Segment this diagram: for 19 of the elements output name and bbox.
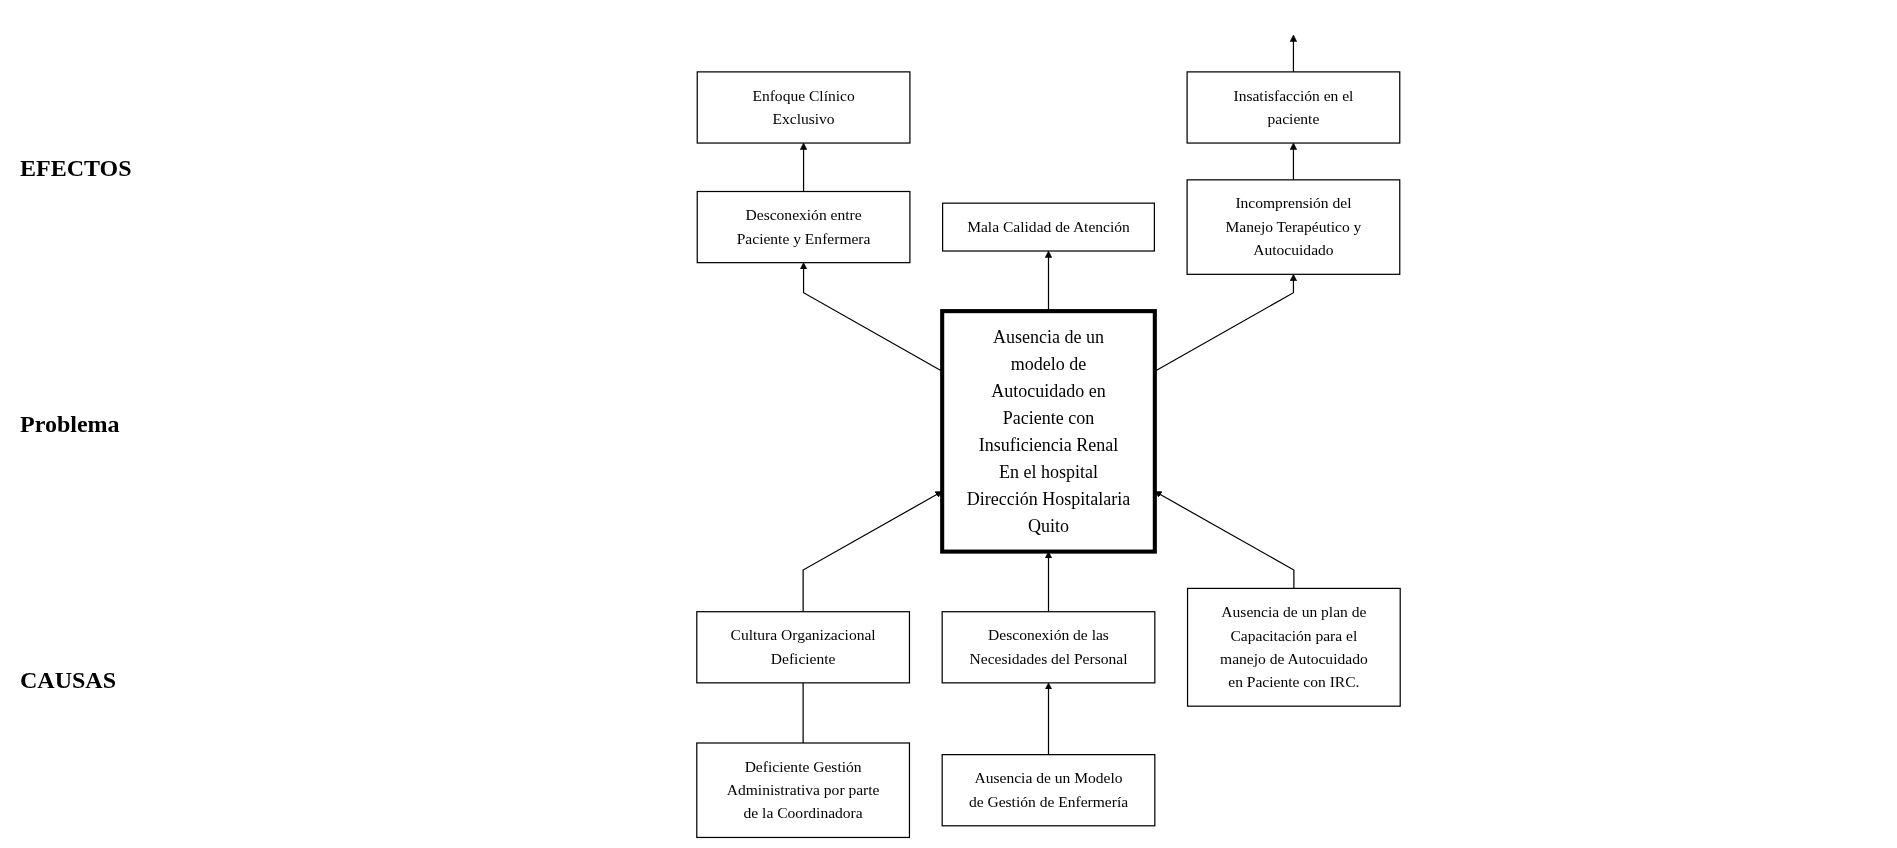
section-label: EFECTOS	[20, 154, 133, 182]
node-box: Ausencia de un plan de Capacitación para el manejo de Autocuidado en Paciente con IRC.	[1186, 587, 1401, 707]
node-box: Incomprensión del Manejo Terapéutico y Autocuidado	[1186, 179, 1401, 275]
arrow	[1044, 682, 1053, 756]
connector	[802, 682, 804, 744]
node-box: Ausencia de un Modelo de Gestión de Enfermería	[941, 754, 1156, 827]
node-box: Ausencia de un modelo de Autocuidado en Paciente con Insuficiencia Renal En el hospital Dirección Hospitalaria Quito	[940, 309, 1157, 554]
node-box: Mala Calidad de Atención	[942, 202, 1155, 252]
arrow	[1289, 34, 1298, 73]
node-box: Desconexión entre Paciente y Enfermera	[696, 190, 911, 264]
node-box: Cultura Organizacional Deficiente	[696, 611, 911, 684]
node-box: Enfoque Clínico Exclusivo	[696, 71, 911, 144]
node-box: Insatisfacción en el paciente	[1186, 71, 1401, 144]
arrow	[1289, 142, 1298, 181]
section-label: CAUSAS	[20, 666, 118, 694]
node-box: Deficiente Gestión Administrativa por parte de la Coordinadora	[696, 742, 911, 839]
node-box: Desconexión de las Necesidades del Personal	[941, 611, 1156, 684]
arrow	[799, 142, 808, 193]
section-label: Problema	[20, 410, 121, 438]
